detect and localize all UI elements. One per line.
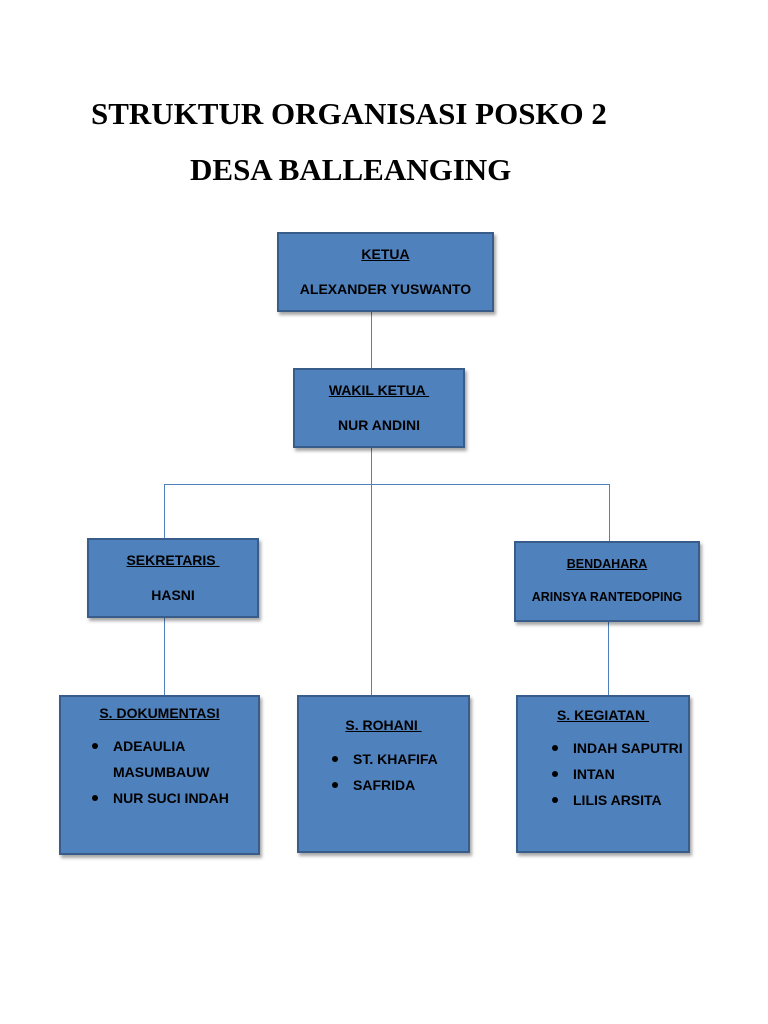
node-bendahara-name: ARINSYA RANTEDOPING (531, 590, 683, 604)
node-dokumentasi-role: S. DOKUMENTASI (99, 705, 220, 721)
node-ketua: KETUA ALEXANDER YUSWANTO (277, 232, 494, 312)
node-kegiatan-role: S. KEGIATAN (556, 707, 650, 723)
node-wakil-ketua-role: WAKIL KETUA (328, 382, 430, 398)
chart-title-line1: STRUKTUR ORGANISASI POSKO 2 (91, 96, 607, 131)
chart-title-line2: DESA BALLEANGING (190, 152, 512, 187)
node-sekretaris-role: SEKRETARIS (126, 552, 220, 568)
node-sekretaris: SEKRETARIS HASNI (87, 538, 259, 618)
member-list: INDAH SAPUTRI INTAN LILIS ARSITA (518, 735, 688, 813)
node-ketua-role: KETUA (361, 246, 410, 262)
member-list: ADEAULIA MASUMBAUW NUR SUCI INDAH (61, 733, 258, 811)
node-rohani-role: S. ROHANI (345, 717, 422, 733)
node-ketua-name: ALEXANDER YUSWANTO (299, 281, 472, 297)
node-bendahara-role: BENDAHARA (566, 557, 648, 571)
node-wakil-ketua-name: NUR ANDINI (338, 417, 420, 433)
member-item: ST. KHAFIFA (299, 746, 468, 772)
member-item: LILIS ARSITA (518, 787, 688, 813)
member-item: SAFRIDA (299, 772, 468, 798)
node-wakil-ketua: WAKIL KETUA NUR ANDINI (293, 368, 465, 448)
member-item: NUR SUCI INDAH (61, 785, 258, 811)
node-kegiatan: S. KEGIATAN INDAH SAPUTRI INTAN LILIS AR… (516, 695, 690, 853)
member-item: INDAH SAPUTRI (518, 735, 688, 761)
member-list: ST. KHAFIFA SAFRIDA (299, 746, 468, 798)
member-item: ADEAULIA MASUMBAUW (61, 733, 258, 785)
member-item: INTAN (518, 761, 688, 787)
node-dokumentasi: S. DOKUMENTASI ADEAULIA MASUMBAUW NUR SU… (59, 695, 260, 855)
node-sekretaris-name: HASNI (151, 587, 195, 603)
node-bendahara: BENDAHARA ARINSYA RANTEDOPING (514, 541, 700, 622)
node-rohani: S. ROHANI ST. KHAFIFA SAFRIDA (297, 695, 470, 853)
